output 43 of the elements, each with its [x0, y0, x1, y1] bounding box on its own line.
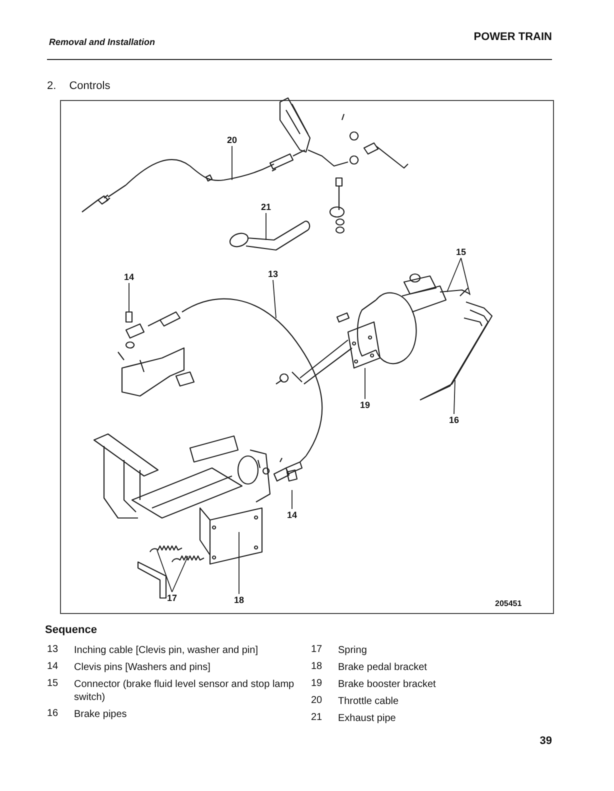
item-number: 18: [311, 661, 322, 672]
header-text: Removal and Installation: [49, 37, 156, 47]
leader-line: [272, 280, 276, 318]
item-text: Brake pedal bracket: [338, 661, 428, 674]
figure-number: 205451: [495, 599, 522, 608]
leader-line: [156, 550, 172, 592]
item-number: 20: [311, 695, 322, 706]
callout-number: 14: [124, 272, 134, 282]
callout-number: 15: [456, 247, 466, 257]
item-number: 21: [311, 712, 322, 723]
item-text: Brake pipes: [74, 708, 128, 721]
callout-number: 21: [261, 202, 271, 212]
callout-number: 17: [167, 593, 177, 603]
table-heading: Sequence: [45, 624, 97, 636]
item-text: Brake booster bracket: [338, 678, 437, 691]
item-number: 19: [311, 678, 322, 689]
leader-line: [172, 556, 188, 592]
item-text: Throttle cable: [338, 695, 400, 708]
page-number: 39: [540, 735, 552, 747]
item-text: Clevis pins [Washers and pins]: [74, 661, 212, 674]
callout-number: 19: [360, 400, 370, 410]
item-number: 14: [47, 661, 58, 672]
callout-number: 18: [234, 595, 244, 605]
item-number: 16: [47, 708, 58, 719]
leader-line: [446, 258, 462, 292]
leader-line: [238, 532, 240, 594]
header-text: POWER TRAIN: [474, 31, 552, 43]
leader-line: [364, 368, 366, 400]
item-text: Spring: [338, 644, 368, 657]
leader-line: [454, 380, 456, 414]
item-text: Exhaust pipe: [338, 712, 397, 725]
callout-number: 14: [287, 510, 297, 520]
item-number: 15: [47, 678, 58, 689]
leader-line: [460, 258, 470, 296]
callout-number: 13: [268, 269, 278, 279]
callout-number: 20: [227, 135, 237, 145]
item-number: 17: [311, 644, 322, 655]
leader-line: [128, 282, 130, 312]
item-text: Inching cable [Clevis pin, washer and pin]: [74, 644, 259, 657]
item-text: Connector (brake fluid level sensor and stop lamp switch): [74, 678, 296, 704]
item-number: 13: [47, 644, 58, 655]
callout-number: 16: [449, 415, 459, 425]
section-heading: 2. Controls: [47, 80, 110, 92]
